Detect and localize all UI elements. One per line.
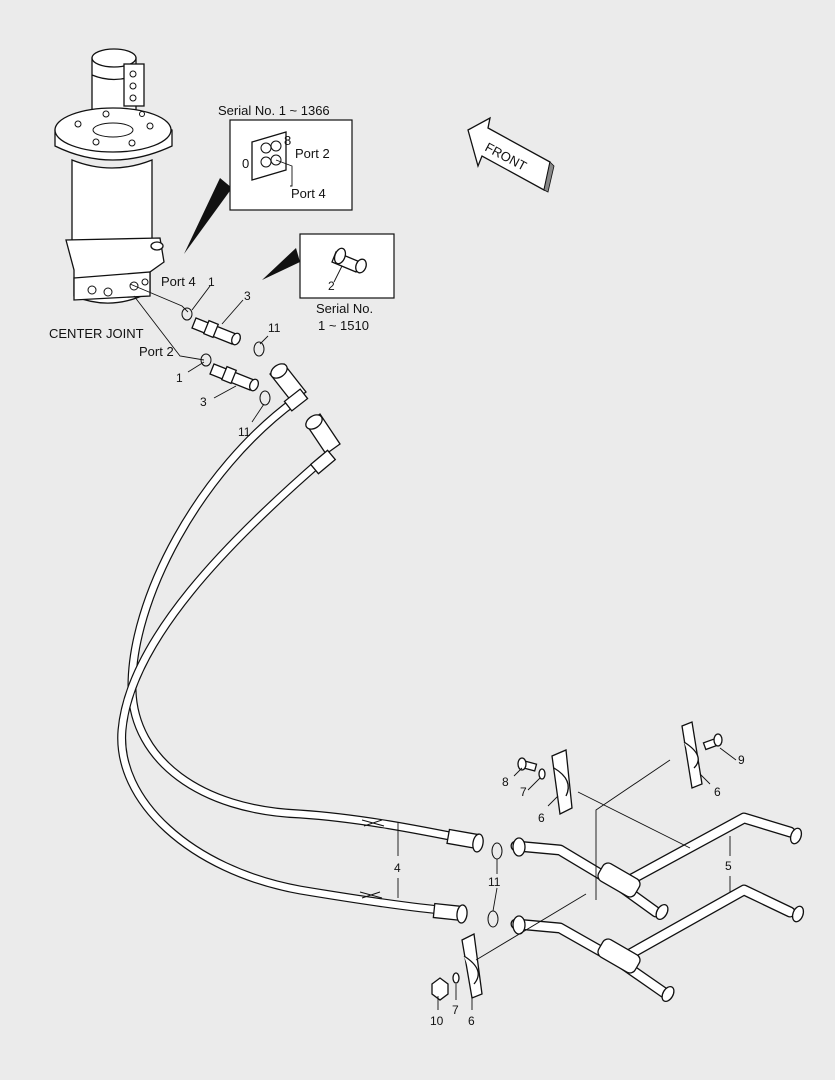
callout-11-bottom: 11 xyxy=(488,875,501,889)
serial-1366-label: Serial No. 1 ~ 1366 xyxy=(218,103,330,118)
o-ring-11-bottom-b xyxy=(487,910,499,928)
port-face-detail xyxy=(251,131,293,187)
clamp-6-right xyxy=(681,721,703,789)
inset-box-1366 xyxy=(229,119,353,211)
callout-6-left: 6 xyxy=(538,811,545,825)
callout-6-bottom: 6 xyxy=(468,1014,475,1028)
callout-9: 9 xyxy=(738,753,745,767)
adapter-3-top xyxy=(191,317,241,346)
callout-11-top: 11 xyxy=(268,321,281,335)
callout-1-top: 1 xyxy=(208,275,215,289)
port2-label: Port 2 xyxy=(139,344,174,359)
callout-3-bottom: 3 xyxy=(200,395,207,409)
pipe-5-lower xyxy=(510,884,796,1000)
o-ring-1-top xyxy=(181,307,193,321)
adapter-3-bottom xyxy=(209,363,259,392)
callout-6-right: 6 xyxy=(714,785,721,799)
callout-11-mid: 11 xyxy=(238,425,251,439)
clamp-6-left xyxy=(551,749,573,815)
callout-2: 2 xyxy=(328,279,335,293)
serial-1510-line2: 1 ~ 1510 xyxy=(318,318,369,333)
inset-port4-label: Port 4 xyxy=(291,186,326,201)
clamp-6-bottom xyxy=(461,933,483,999)
nut-10 xyxy=(431,977,449,1001)
washer-7-left xyxy=(538,768,546,780)
bolt-8 xyxy=(517,757,538,772)
hose-4-upper xyxy=(127,395,475,845)
hose-end-lower xyxy=(432,902,468,924)
callout-10: 10 xyxy=(430,1014,444,1028)
inset-pointer-1510 xyxy=(262,248,300,280)
hose-fitting-lower xyxy=(305,413,341,475)
washer-7-bottom xyxy=(452,972,460,984)
o-ring-11-mid xyxy=(259,390,271,406)
serial-1510-line1: Serial No. xyxy=(316,301,373,316)
inset-8-label: 8 xyxy=(284,133,291,148)
hose-marking xyxy=(359,819,385,899)
center-joint-label: CENTER JOINT xyxy=(49,326,144,341)
o-ring-11-top xyxy=(253,341,265,357)
adapter-part-2 xyxy=(331,247,367,283)
port4-label: Port 4 xyxy=(161,274,196,289)
inset-pointer-1366 xyxy=(184,178,232,254)
hose-end-upper xyxy=(446,828,484,853)
callout-1-bottom: 1 xyxy=(176,371,183,385)
callout-8: 8 xyxy=(502,775,509,789)
front-arrow xyxy=(467,116,555,193)
callout-7-left: 7 xyxy=(520,785,527,799)
inset-port2-label: Port 2 xyxy=(295,146,330,161)
inset-0-label: 0 xyxy=(242,156,249,171)
pipe-fittings xyxy=(512,827,805,1003)
callout-7-bottom: 7 xyxy=(452,1003,459,1017)
o-ring-11-bottom-a xyxy=(491,842,503,860)
o-ring-1-bottom xyxy=(200,353,212,367)
callout-5: 5 xyxy=(725,859,732,873)
bolt-9 xyxy=(702,733,723,751)
callout-4: 4 xyxy=(394,861,401,875)
pipe-5-upper xyxy=(510,812,796,918)
center-joint xyxy=(54,48,173,304)
callout-3-top: 3 xyxy=(244,289,251,303)
hose-fitting-upper xyxy=(269,363,309,412)
hose-4-lower xyxy=(117,455,445,915)
